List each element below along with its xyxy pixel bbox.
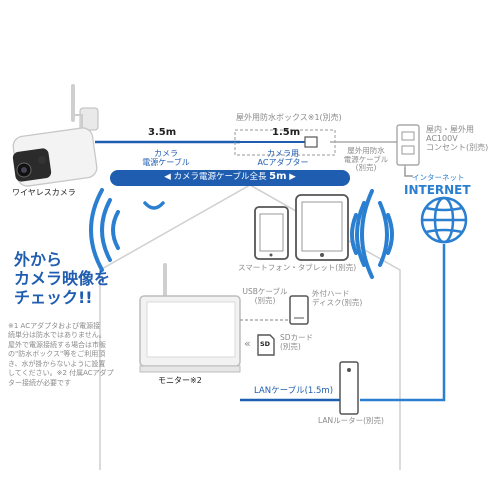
hdd-icon	[289, 295, 309, 325]
note-line5: き、水が掛からないように設置	[8, 359, 106, 368]
sd-label-sub: (別売)	[280, 341, 301, 351]
note-line2: 続単分は防水ではありません。	[8, 331, 106, 340]
usb-label: USBケーブル (別売)	[240, 287, 290, 305]
wifi-waves-monitor	[143, 201, 165, 210]
lan-cable-label: LANケーブル(1.5m)	[254, 386, 334, 396]
cable-label: カメラ 電源ケーブル	[138, 149, 194, 167]
note-line6: してください。※2 付属ACアダプ	[8, 369, 114, 378]
camera-illustration	[12, 84, 99, 187]
monitor-label: モニター※2	[158, 376, 202, 385]
banner-arrow-right: ▶	[289, 172, 296, 182]
cable-label-line1: カメラ	[154, 149, 178, 158]
camera-label: ワイヤレスカメラ	[12, 188, 76, 197]
router-label: LANルーター(別売)	[318, 416, 384, 425]
note-line1: ※1 ACアダプタおよび電源接	[8, 322, 101, 330]
internet-line	[360, 244, 446, 402]
sd-arrows: «	[244, 337, 251, 350]
globe-icon	[420, 196, 468, 244]
internet-label: INTERNET	[404, 183, 471, 197]
router-icon	[339, 361, 359, 415]
adapter-label-line2: ACアダプター	[257, 158, 309, 168]
headline-line3: チェック!!	[14, 288, 93, 308]
outdoor-cable-line1: 屋外用防水	[347, 146, 385, 155]
hdd-label: 外付ハード ディスク(別売)	[312, 289, 363, 307]
banner-text: カメラ電源ケーブル全長	[173, 172, 267, 182]
smart-label: スマートフォン・タブレット(別売)	[238, 263, 357, 272]
headline-line2: カメラ映像を	[14, 269, 111, 289]
cable-length-35: 3.5m	[148, 127, 177, 138]
headline-line1: 外から	[14, 250, 63, 269]
cable-label-line2: 電源ケーブル	[142, 158, 190, 168]
banner-arrow-left: ◀	[164, 172, 171, 182]
wifi-waves-camera	[89, 188, 120, 272]
outlet-line2: AC100V	[426, 134, 458, 144]
outlet-line1: 屋内・屋外用	[426, 125, 474, 134]
total-banner: ◀ カメラ電源ケーブル全長 5m ▶	[110, 171, 350, 185]
total-banner-bg	[110, 170, 350, 186]
outdoor-cable-line2: 電源ケーブル	[343, 154, 389, 164]
banner-length: 5m	[269, 171, 287, 182]
headline: 外から カメラ映像を チェック!!	[14, 250, 110, 308]
smartphone-icon	[254, 206, 289, 260]
usb-line2: (別売)	[254, 295, 276, 305]
sd-card-icon	[257, 334, 275, 356]
monitor-illustration	[139, 263, 241, 373]
sd-label: SDカード (別売)	[280, 333, 314, 351]
sd-card-text: SD	[260, 340, 271, 348]
outlet-label: 屋内・屋外用 AC100V コンセント(別売)	[426, 125, 488, 153]
outdoor-cable-label: 屋外用防水 電源ケーブル (別売)	[336, 146, 396, 173]
usb-line1: USBケーブル	[242, 287, 288, 296]
adapter-length: 1.5m	[272, 127, 301, 138]
wifi-waves-internet	[350, 189, 394, 279]
outdoor-box-label: 屋外用防水ボックス※1(別売)	[236, 113, 342, 122]
hdd-line2: ディスク(別売)	[312, 297, 363, 307]
adapter-label: カメラ用 ACアダプター	[250, 149, 316, 167]
note-line7: ター接続が必要です	[8, 378, 71, 387]
adapter-label-line1: カメラ用	[267, 149, 299, 158]
tablet-icon	[295, 194, 349, 261]
sd-label-main: SDカード	[280, 333, 314, 342]
note-line4: の"防水ボックス"等をご利用頂	[8, 350, 106, 359]
outlet-icon	[396, 124, 420, 177]
outdoor-cable-line3: (別売)	[355, 163, 377, 173]
hdd-line1: 外付ハード	[312, 289, 350, 298]
footnote: ※1 ACアダプタおよび電源接 続単分は防水ではありません。 屋外で電源接続する…	[8, 322, 114, 388]
adapter-plug	[304, 136, 318, 148]
outlet-line3: コンセント(別売)	[426, 143, 489, 153]
note-line3: 屋外で電源接続する場合は市販	[8, 340, 106, 349]
internet-kana: インターネット	[412, 173, 465, 182]
